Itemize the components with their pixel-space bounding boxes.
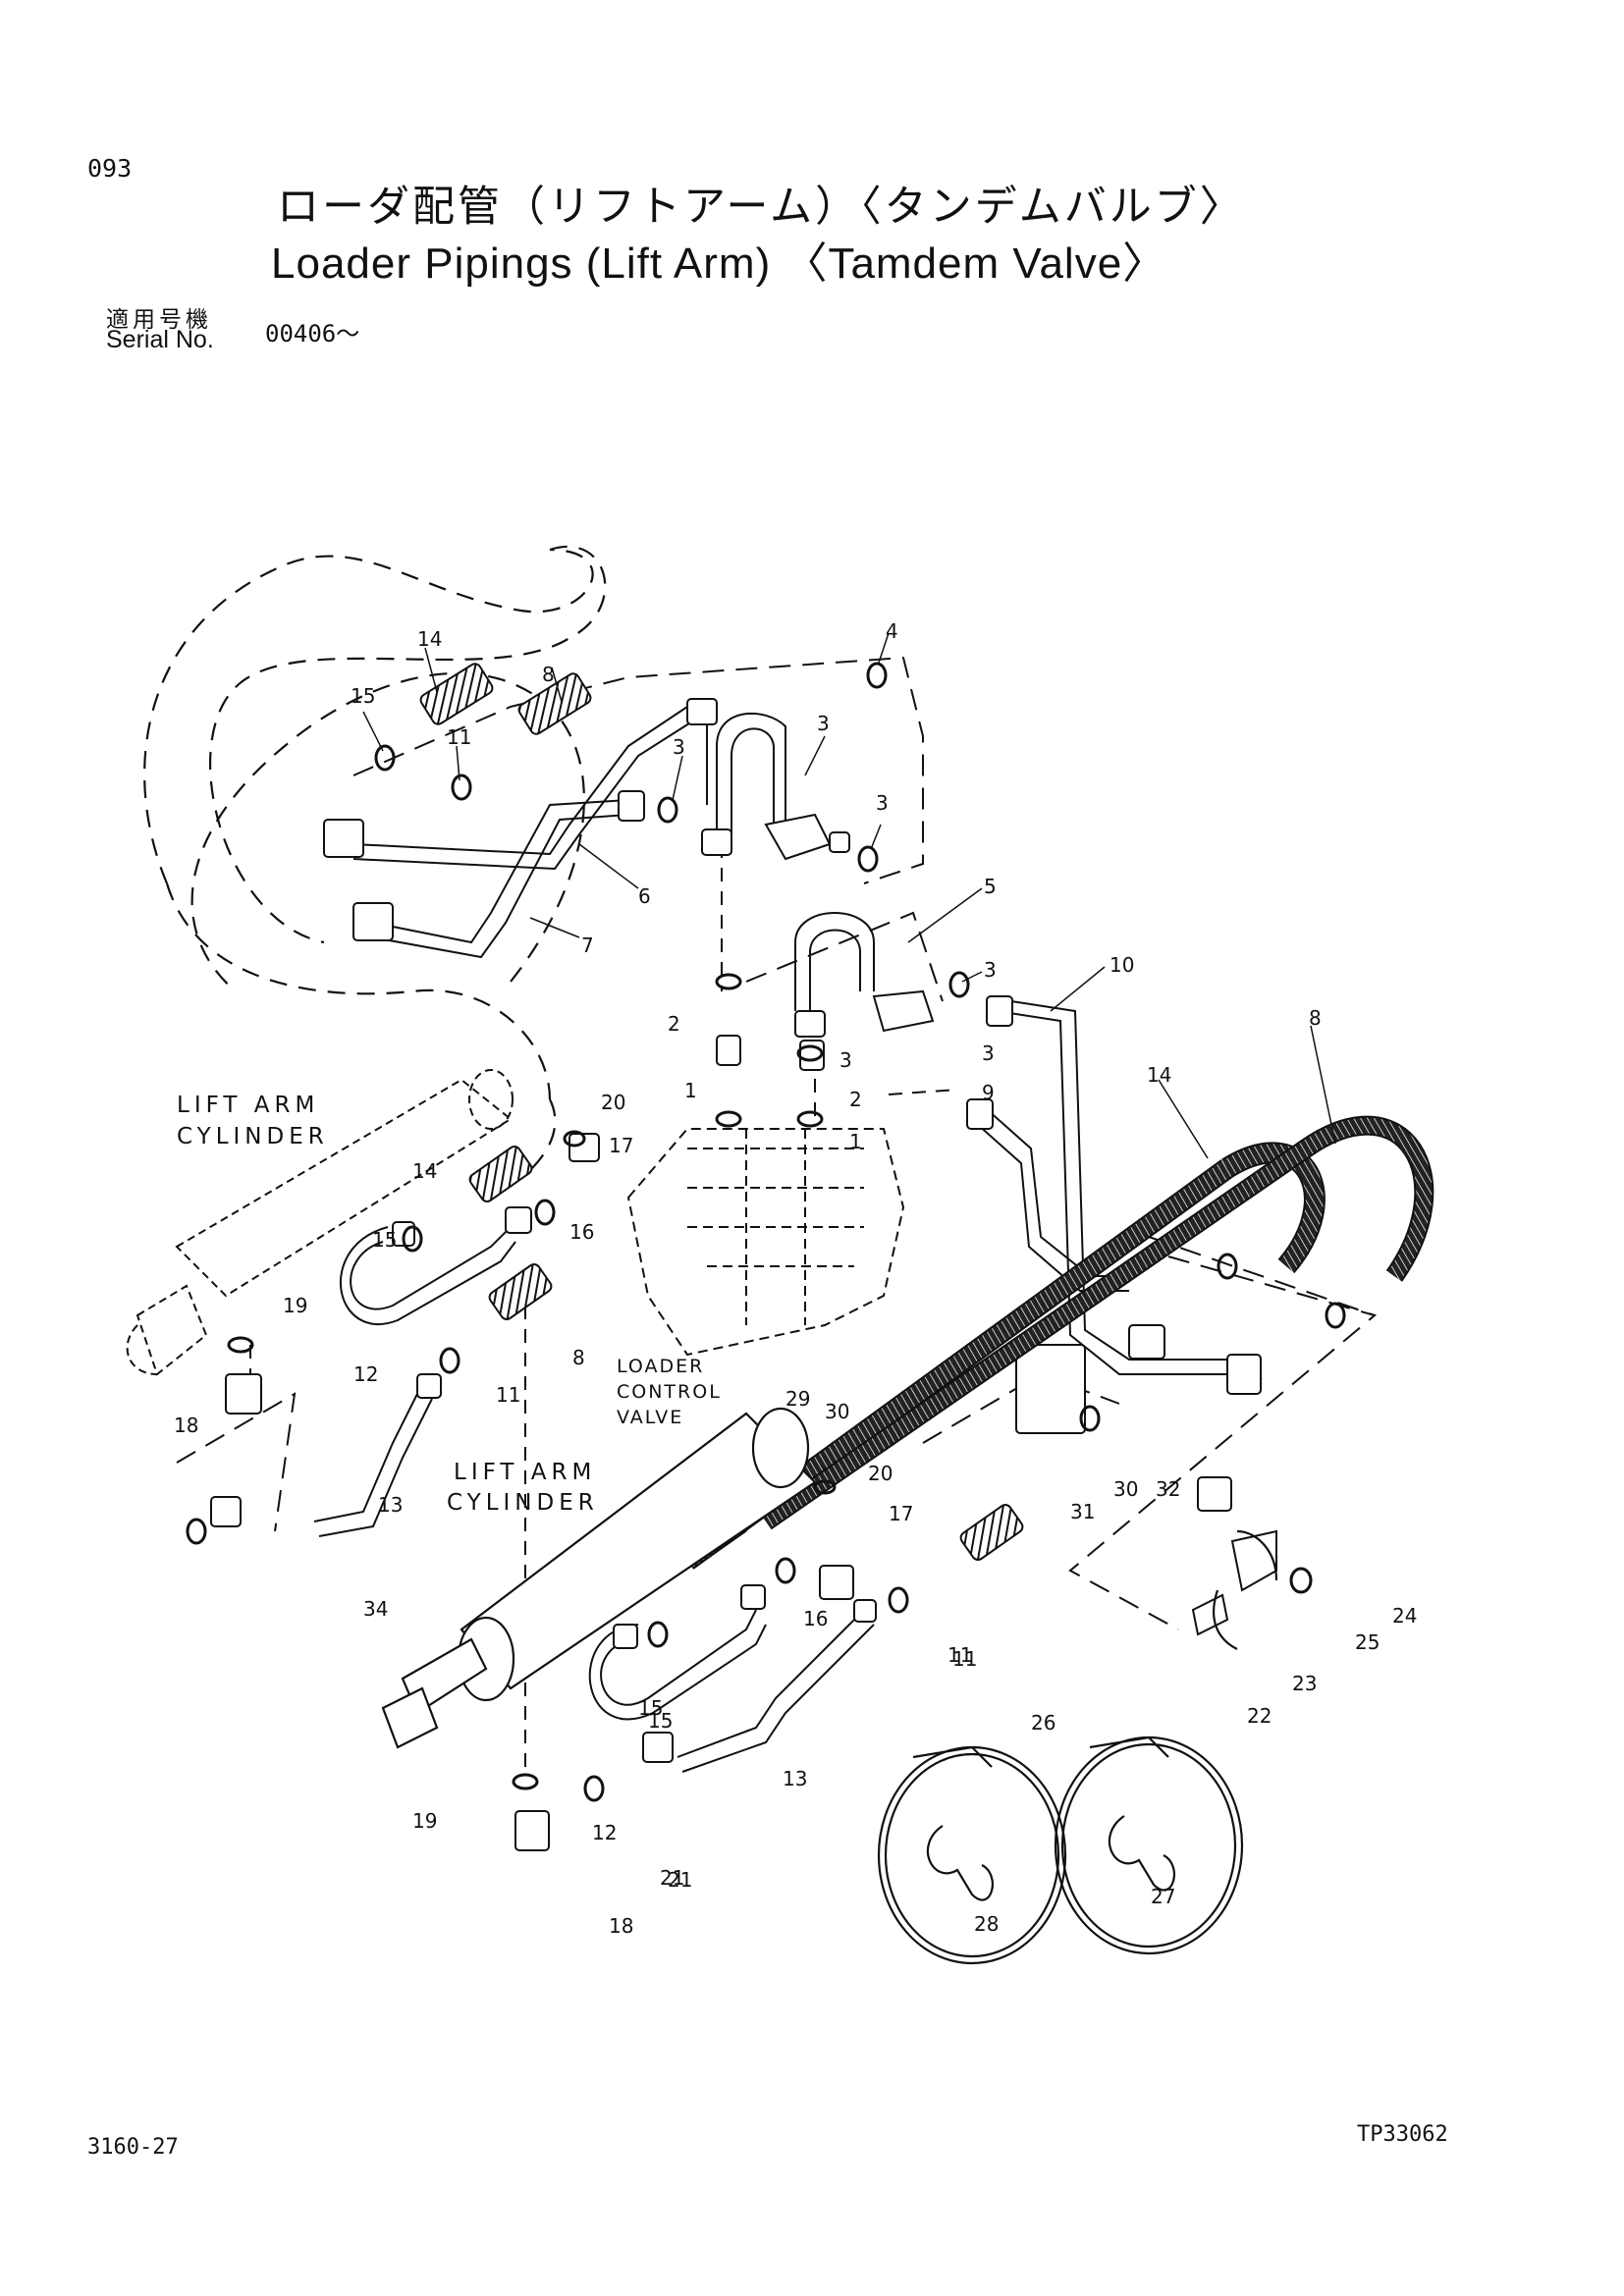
callout-number: 25 — [1355, 1630, 1380, 1654]
lift-arm-cylinder-lower — [381, 1407, 817, 1749]
callout-number: 13 — [378, 1493, 403, 1517]
footer-page-code: TP33062 — [1357, 2122, 1448, 2147]
dashed-hose-loop — [143, 545, 607, 1199]
clamps — [877, 1529, 1278, 1965]
callout-number: 14 — [1147, 1063, 1171, 1087]
label-cylinder-lower-2: CYLINDER — [447, 1490, 599, 1516]
callout-number: 16 — [803, 1607, 828, 1630]
callout-number: 19 — [283, 1294, 307, 1317]
callout-number: 3 — [876, 791, 889, 815]
callout-number: 3 — [984, 958, 997, 982]
callout-number: 12 — [592, 1821, 617, 1844]
callout-number: 14 — [412, 1159, 437, 1183]
callout-number: 20 — [868, 1462, 893, 1485]
callout-number: 6 — [638, 884, 651, 908]
callout-number: 24 — [1392, 1604, 1417, 1628]
braided-hoses — [419, 663, 1435, 1570]
label-valve-3: VALVE — [617, 1407, 683, 1428]
callout-number: 15 — [648, 1709, 673, 1733]
dashed-group-boxes — [176, 656, 1378, 1630]
callout-number: 31 — [1070, 1500, 1095, 1523]
callout-number: 2 — [668, 1012, 680, 1036]
callout-number: 8 — [572, 1346, 585, 1369]
title-english: Loader Pipings (Lift Arm) 〈Tamdem Valve〉 — [271, 240, 1167, 288]
callout-number: 7 — [581, 934, 594, 957]
label-valve-1: LOADER — [617, 1356, 704, 1377]
callout-number: 28 — [974, 1912, 999, 1936]
callout-number: 17 — [609, 1134, 633, 1157]
label-cylinder-upper-1: LIFT ARM — [177, 1093, 319, 1118]
callout-number: 23 — [1292, 1672, 1317, 1695]
callout-number: 10 — [1110, 953, 1134, 977]
page-number: 093 — [87, 154, 133, 183]
callout-number: 11 — [496, 1383, 520, 1407]
callout-number: 8 — [1309, 1006, 1322, 1030]
callout-number: 4 — [886, 619, 898, 643]
dashed-leaders — [249, 844, 958, 1767]
callout-number: 1 — [849, 1130, 862, 1153]
callout-number: 21 — [660, 1866, 684, 1890]
callout-number: 12 — [353, 1362, 378, 1386]
callout-number: 18 — [174, 1414, 198, 1437]
leader-lines — [362, 632, 1336, 1159]
label-cylinder-upper-2: CYLINDER — [177, 1124, 329, 1149]
callout-number: 14 — [417, 627, 442, 651]
o-rings — [186, 662, 1346, 1802]
callout-number: 27 — [1151, 1885, 1175, 1908]
serial-label-japanese: 適用号機 — [106, 307, 212, 333]
callout-number: 17 — [889, 1502, 913, 1525]
callout-number: 1 — [684, 1079, 697, 1102]
loader-control-valve — [626, 1128, 905, 1357]
callout-number: 32 — [1156, 1477, 1180, 1501]
callout-number: 3 — [982, 1041, 995, 1065]
callout-number: 21 — [668, 1868, 692, 1892]
callout-number: 29 — [785, 1387, 810, 1411]
callout-number: 3 — [817, 712, 830, 735]
callout-number: 20 — [601, 1091, 625, 1114]
callout-number: 11 — [447, 725, 471, 749]
callout-number: 15 — [372, 1228, 397, 1252]
callout-number: 8 — [542, 663, 555, 686]
label-cylinder-lower-1: LIFT ARM — [454, 1460, 596, 1485]
fittings — [210, 698, 1277, 1851]
callout-number: 11 — [952, 1647, 977, 1671]
serial-label-english: Serial No. — [106, 326, 214, 353]
callout-number: 2 — [849, 1088, 862, 1111]
callout-number: 16 — [569, 1220, 594, 1244]
title-japanese: ローダ配管（リフトアーム）〈タンデムバルブ〉 — [277, 183, 1245, 232]
callout-number: 30 — [825, 1400, 849, 1423]
footer-drawing-code: 3160-27 — [87, 2135, 179, 2160]
lift-arm-cylinder-upper — [126, 1069, 514, 1376]
callout-number: 30 — [1113, 1477, 1138, 1501]
serial-value: 00406～ — [265, 320, 360, 347]
callout-number: 18 — [609, 1914, 633, 1938]
label-valve-2: CONTROL — [617, 1381, 722, 1403]
callout-number: 26 — [1031, 1711, 1056, 1735]
callout-number: 34 — [363, 1597, 388, 1621]
callout-number: 15 — [351, 684, 375, 708]
callout-number: 15 — [638, 1696, 663, 1720]
callout-number: 3 — [673, 735, 685, 759]
callout-number: 22 — [1247, 1704, 1272, 1728]
callout-number: 19 — [412, 1809, 437, 1833]
callout-number: 9 — [982, 1081, 995, 1104]
callout-number: 5 — [984, 875, 997, 898]
callout-number: 3 — [839, 1048, 852, 1072]
callout-number: 11 — [947, 1643, 972, 1667]
callout-number: 13 — [783, 1767, 807, 1790]
